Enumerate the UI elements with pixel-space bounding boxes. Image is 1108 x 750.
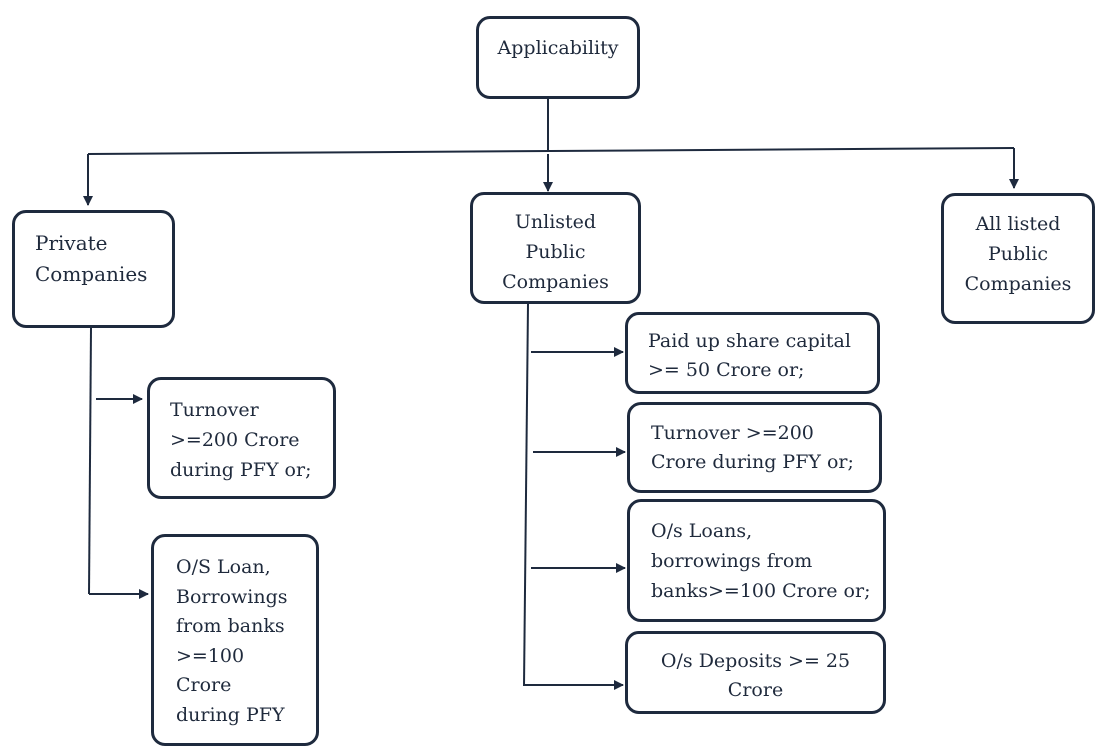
unlisted-criterion-loans: O/s Loans, borrowings from banks>=100 Cr… xyxy=(627,499,886,622)
private-criterion-2-line-5: Crore xyxy=(176,674,232,696)
private-criterion-2-line-3: from banks xyxy=(176,615,285,637)
private-criterion-2-line-6: during PFY xyxy=(176,703,285,726)
private-companies-label-line-2: Companies xyxy=(35,262,148,286)
listed-label-line-1: All listed xyxy=(975,213,1061,235)
unlisted-criterion-deposits: O/s Deposits >= 25 Crore xyxy=(625,631,886,714)
private-criterion-2-line-4: >=100 xyxy=(176,644,245,667)
unlisted-criterion-1-line-1: Paid up share capital xyxy=(648,330,851,352)
private-criterion-turnover: Turnover >=200 Crore during PFY or; xyxy=(147,377,336,499)
unlisted-label-line-2: Public xyxy=(525,241,586,263)
listed-label-line-3: Companies xyxy=(964,273,1072,295)
unlisted-spine-line xyxy=(523,303,529,687)
applicability-node: Applicability xyxy=(476,16,640,99)
unlisted-criterion-3-line-3: banks>=100 Crore or; xyxy=(651,580,871,602)
listed-label-line-2: Public xyxy=(988,243,1048,265)
private-criterion-1-line-1: Turnover xyxy=(170,399,259,421)
private-criterion-loan: O/S Loan, Borrowings from banks >=100 Cr… xyxy=(151,534,319,746)
unlisted-criterion-3-line-2: borrowings from xyxy=(651,550,813,572)
private-criterion-1-line-2: >=200 Crore xyxy=(170,429,300,451)
unlisted-label-line-3: Companies xyxy=(502,271,609,293)
unlisted-label-line-1: Unlisted xyxy=(514,211,597,233)
unlisted-criterion-1-line-2: >= 50 Crore or; xyxy=(648,359,805,381)
private-spine-line xyxy=(88,327,92,595)
private-criterion-2-line-2: Borrowings xyxy=(176,585,288,608)
unlisted-criterion-2-line-2: Crore during PFY or; xyxy=(651,451,854,473)
unlisted-criterion-4-line-2: Crore xyxy=(727,679,784,701)
unlisted-criterion-2-line-1: Turnover >=200 xyxy=(651,422,814,444)
private-criterion-2-line-1: O/S Loan, xyxy=(176,556,271,578)
unlisted-criterion-share-capital: Paid up share capital >= 50 Crore or; xyxy=(625,312,880,394)
unlisted-criterion-4-line-1: O/s Deposits >= 25 xyxy=(660,650,851,672)
unlisted-public-companies-node: Unlisted Public Companies xyxy=(470,192,641,304)
unlisted-criterion-turnover: Turnover >=200 Crore during PFY or; xyxy=(627,402,882,493)
top-distributor-line xyxy=(87,147,1015,155)
applicability-label: Applicability xyxy=(497,37,619,59)
private-companies-node: Private Companies xyxy=(12,210,175,328)
unlisted-criterion-3-line-1: O/s Loans, xyxy=(651,520,753,542)
private-companies-label-line-1: Private xyxy=(35,231,108,255)
all-listed-public-companies-node: All listed Public Companies xyxy=(941,193,1095,324)
private-criterion-1-line-3: during PFY or; xyxy=(170,459,312,481)
